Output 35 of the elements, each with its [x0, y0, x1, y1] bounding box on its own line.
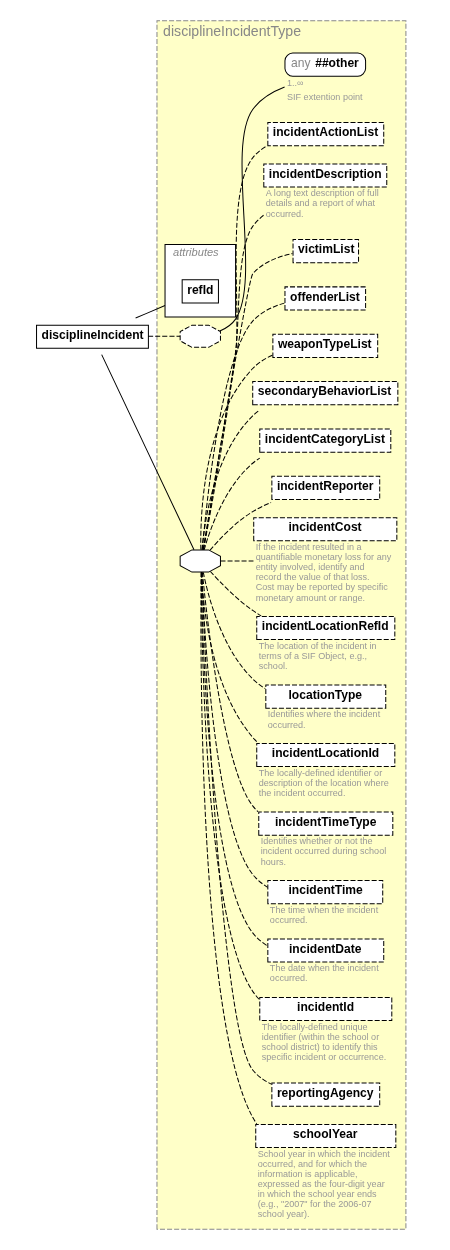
node-octagon: [179, 549, 221, 573]
connector: [202, 145, 268, 551]
connector: [101, 354, 195, 551]
connector: [200, 571, 260, 1000]
connector: [147, 335, 181, 337]
connector: [203, 457, 261, 551]
connector: [220, 560, 254, 562]
connector: [202, 253, 293, 551]
node-label: SIF extention point: [286, 91, 363, 102]
connector: [201, 572, 272, 1085]
node-label: The location of the incident in terms of a SIF Object, e.g., school.: [258, 640, 377, 672]
connector: [200, 571, 268, 947]
node-label: The locally-defined identifier or description of the location where the incident occurred.: [258, 767, 389, 799]
node-label: The date when the incident occurred.: [269, 963, 379, 984]
connector: [202, 571, 266, 690]
node-octagon: [179, 324, 221, 348]
node-label: Identifies where the incident occurred.: [267, 709, 381, 730]
connector: [201, 410, 259, 551]
node-label: If the incident resulted in a quantifiable monetary loss for any entity involved, identify and record the value of that loss. Cost may be reported by specific monetary amount or range.: [255, 542, 392, 603]
node-label: The time when the incident occurred.: [269, 904, 379, 926]
connector: [200, 571, 258, 1125]
node-label: 1..∞: [286, 77, 304, 88]
node-label: The locally-defined unique identifier (within the school or school district) to identify this specific incident or occurrence.: [261, 1021, 387, 1063]
node-label: A long text description of full details and a report of what occurred.: [265, 188, 379, 219]
connector: [135, 305, 166, 319]
connector: [202, 214, 265, 551]
connector: [209, 501, 272, 551]
connector: [200, 354, 273, 551]
connector: [201, 302, 286, 551]
node-label: School year in which the incident occurred, and for which the information is applicable, expressed as the four-digit year in which the school year ends (e.g., "2007" for the 2006-07 school year).: [257, 1148, 390, 1220]
node-label: Identifies whether or not the incident occurred during school hours.: [260, 836, 387, 867]
connector: [209, 570, 262, 617]
connector: [201, 571, 259, 813]
connector: [219, 86, 286, 332]
connector: [201, 571, 269, 888]
